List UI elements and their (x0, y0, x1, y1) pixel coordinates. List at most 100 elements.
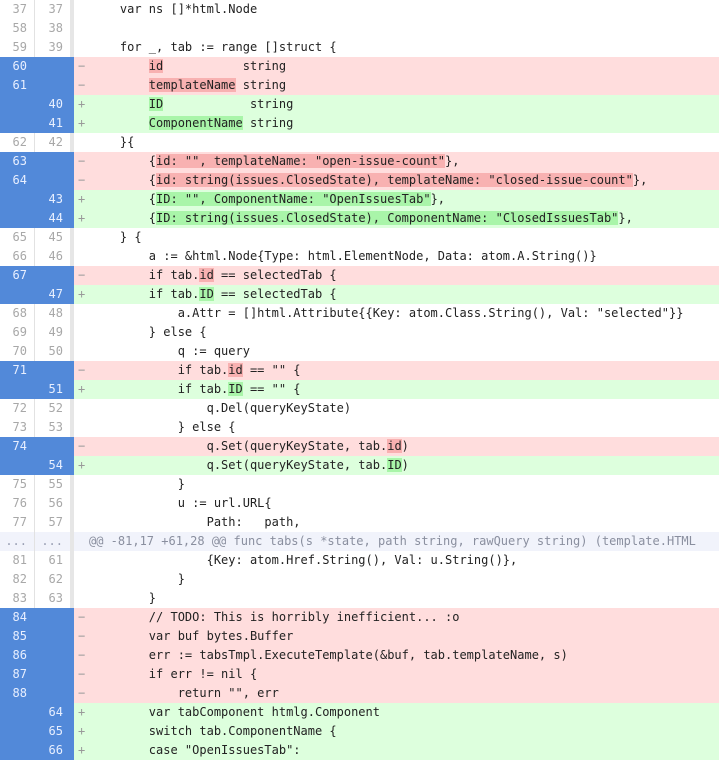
new-line-number: 39 (48, 40, 63, 54)
change-marker-strip (70, 665, 74, 684)
minus-icon: − (78, 610, 86, 624)
old-line-number (0, 722, 35, 741)
change-marker-strip (70, 209, 74, 228)
hunk-header[interactable]: ......@@ -81,17 +61,28 @@ func tabs(s *s… (0, 532, 719, 551)
changed-token-highlight: id (387, 439, 402, 453)
added-line: 65+ switch tab.ComponentName { (0, 722, 719, 741)
change-marker-strip (70, 304, 74, 323)
plus-icon: + (78, 458, 86, 472)
code-segment: }{ (91, 135, 135, 149)
changed-token-highlight: id: string(issues.ClosedState), template… (156, 173, 633, 187)
added-line: 40+ ID string (0, 95, 719, 114)
changed-token-highlight: ID (387, 458, 402, 472)
new-line-number (35, 665, 70, 684)
old-line-number: 66 (0, 247, 35, 266)
code-text: if tab.ID == selectedTab { (91, 285, 337, 304)
change-marker-strip (70, 703, 74, 722)
code-segment: case "OpenIssuesTab": (91, 743, 301, 757)
code-text: id string (91, 57, 286, 76)
code-segment: u := url.URL{ (91, 496, 272, 510)
old-line-number: 65 (0, 228, 35, 247)
new-line-number: 44 (35, 209, 70, 228)
code-segment: err := tabsTmpl.ExecuteTemplate(&buf, ta… (91, 648, 568, 662)
code-segment: } (91, 572, 185, 586)
change-marker-strip (70, 38, 74, 57)
change-marker-strip (70, 589, 74, 608)
minus-icon: − (78, 648, 86, 662)
change-marker-strip (70, 608, 74, 627)
change-marker-strip (70, 513, 74, 532)
code-segment: {Key: atom.Href.String(), Val: u.String(… (91, 553, 518, 567)
code-text: } (91, 570, 185, 589)
change-marker-strip (70, 247, 74, 266)
minus-icon: − (78, 154, 86, 168)
code-segment: == selectedTab { (213, 268, 337, 282)
code-text: ComponentName string (91, 114, 293, 133)
new-line-number: 45 (48, 230, 63, 244)
old-line-number (0, 456, 35, 475)
old-line-number: 69 (0, 323, 35, 342)
code-text: a := &html.Node{Type: html.ElementNode, … (91, 247, 597, 266)
new-line-number: 56 (48, 496, 63, 510)
change-marker-strip (70, 361, 74, 380)
old-line-number: 76 (0, 494, 35, 513)
changed-token-highlight: ID: string(issues.ClosedState), Componen… (156, 211, 619, 225)
code-text: templateName string (91, 76, 286, 95)
code-segment: } (91, 477, 185, 491)
new-line-number (35, 57, 70, 76)
change-marker-strip (70, 551, 74, 570)
change-marker-strip (70, 323, 74, 342)
change-marker-strip (70, 627, 74, 646)
code-text: if tab.ID == "" { (91, 380, 301, 399)
minus-icon: − (78, 629, 86, 643)
new-line-number: 42 (48, 135, 63, 149)
change-marker-strip (70, 57, 74, 76)
code-segment: }, (618, 211, 633, 225)
plus-icon: + (78, 287, 86, 301)
deleted-line: 85− var buf bytes.Buffer (0, 627, 719, 646)
changed-token-highlight: ID: "", ComponentName: "OpenIssuesTab" (156, 192, 431, 206)
code-text: q.Set(queryKeyState, tab.id) (91, 437, 409, 456)
code-text: if tab.id == selectedTab { (91, 266, 337, 285)
minus-icon: − (78, 439, 86, 453)
deleted-line: 60− id string (0, 57, 719, 76)
deleted-line: 64− {id: string(issues.ClosedState), tem… (0, 171, 719, 190)
minus-icon: − (78, 78, 86, 92)
old-line-number: 68 (0, 304, 35, 323)
change-marker-strip (70, 95, 74, 114)
change-marker-strip (70, 570, 74, 589)
code-segment (91, 78, 149, 92)
old-line-number: 70 (0, 342, 35, 361)
new-line-number: 51 (35, 380, 70, 399)
minus-icon: − (78, 686, 86, 700)
new-line-number: 50 (48, 344, 63, 358)
change-marker-strip (70, 456, 74, 475)
change-marker-strip (70, 475, 74, 494)
old-line-number: 82 (0, 570, 35, 589)
code-text: u := url.URL{ (91, 494, 272, 513)
change-marker-strip (70, 418, 74, 437)
code-segment: string (242, 116, 294, 130)
code-segment (91, 116, 149, 130)
code-text: q.Del(queryKeyState) (91, 399, 352, 418)
old-line-number (0, 285, 35, 304)
added-line: 54+ q.Set(queryKeyState, tab.ID) (0, 456, 719, 475)
deleted-line: 86− err := tabsTmpl.ExecuteTemplate(&buf… (0, 646, 719, 665)
change-marker-strip (70, 532, 74, 551)
deleted-line: 84− // TODO: This is horribly inefficien… (0, 608, 719, 627)
change-marker-strip (70, 380, 74, 399)
change-marker-strip (70, 228, 74, 247)
new-line-number (35, 76, 70, 95)
change-marker-strip (70, 684, 74, 703)
changed-token-highlight: id (148, 59, 164, 73)
new-line-number: 47 (35, 285, 70, 304)
deleted-line: 61− templateName string (0, 76, 719, 95)
